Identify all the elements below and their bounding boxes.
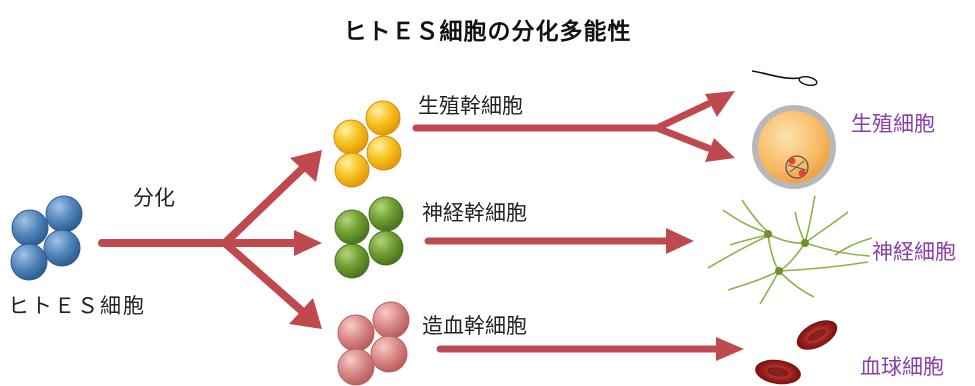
neural-stem-cell-label: 神経幹細胞: [422, 201, 527, 225]
hematopoietic-stem-cell: [370, 335, 408, 373]
blood-arrow: [436, 337, 744, 361]
hematopoietic-stem-cell-label: 造血幹細胞: [422, 314, 527, 338]
germ-stem-cell: [366, 135, 402, 171]
germ-stem-cell: [334, 152, 370, 188]
hematopoietic-stem-cell: [337, 348, 375, 386]
hematopoietic-stem-cell: [337, 314, 375, 352]
differentiation-label: 分化: [133, 186, 175, 210]
neural-stem-cell: [368, 196, 404, 232]
egg-cell-icon: [752, 105, 836, 189]
differentiation-arrow: [98, 150, 322, 329]
es-cell: [10, 243, 48, 281]
germ-stem-cell: [365, 100, 401, 136]
es-cell: [11, 209, 49, 247]
es-cell-cluster: [10, 195, 83, 281]
germ-stem-cell: [333, 119, 369, 155]
germ-cell-label: 生殖細胞: [851, 112, 935, 136]
germ-arrow: [412, 91, 735, 162]
diagram-title: ヒトＥＳ細胞の分化多能性: [343, 18, 632, 45]
hematopoietic-stem-cell-cluster: [337, 301, 410, 386]
neural-stem-cell-cluster: [334, 196, 404, 279]
es-cell: [43, 229, 81, 267]
germ-stem-cell-label: 生殖幹細胞: [418, 94, 523, 118]
germ-stem-cell-cluster: [333, 100, 402, 188]
neural-stem-cell: [368, 230, 404, 266]
hematopoietic-stem-cell: [372, 301, 410, 339]
neural-arrow: [424, 228, 694, 254]
red-blood-cell-icon: [755, 320, 838, 385]
blood-cell-label: 血球細胞: [860, 355, 944, 379]
neural-stem-cell: [334, 243, 370, 279]
sperm-icon: [751, 70, 818, 87]
neuron-icon: [707, 195, 873, 305]
es-cell: [45, 195, 83, 233]
source-cell-label: ヒトＥＳ細胞: [8, 294, 146, 318]
neural-cell-label: 神経細胞: [872, 240, 956, 264]
neural-stem-cell: [334, 209, 370, 245]
